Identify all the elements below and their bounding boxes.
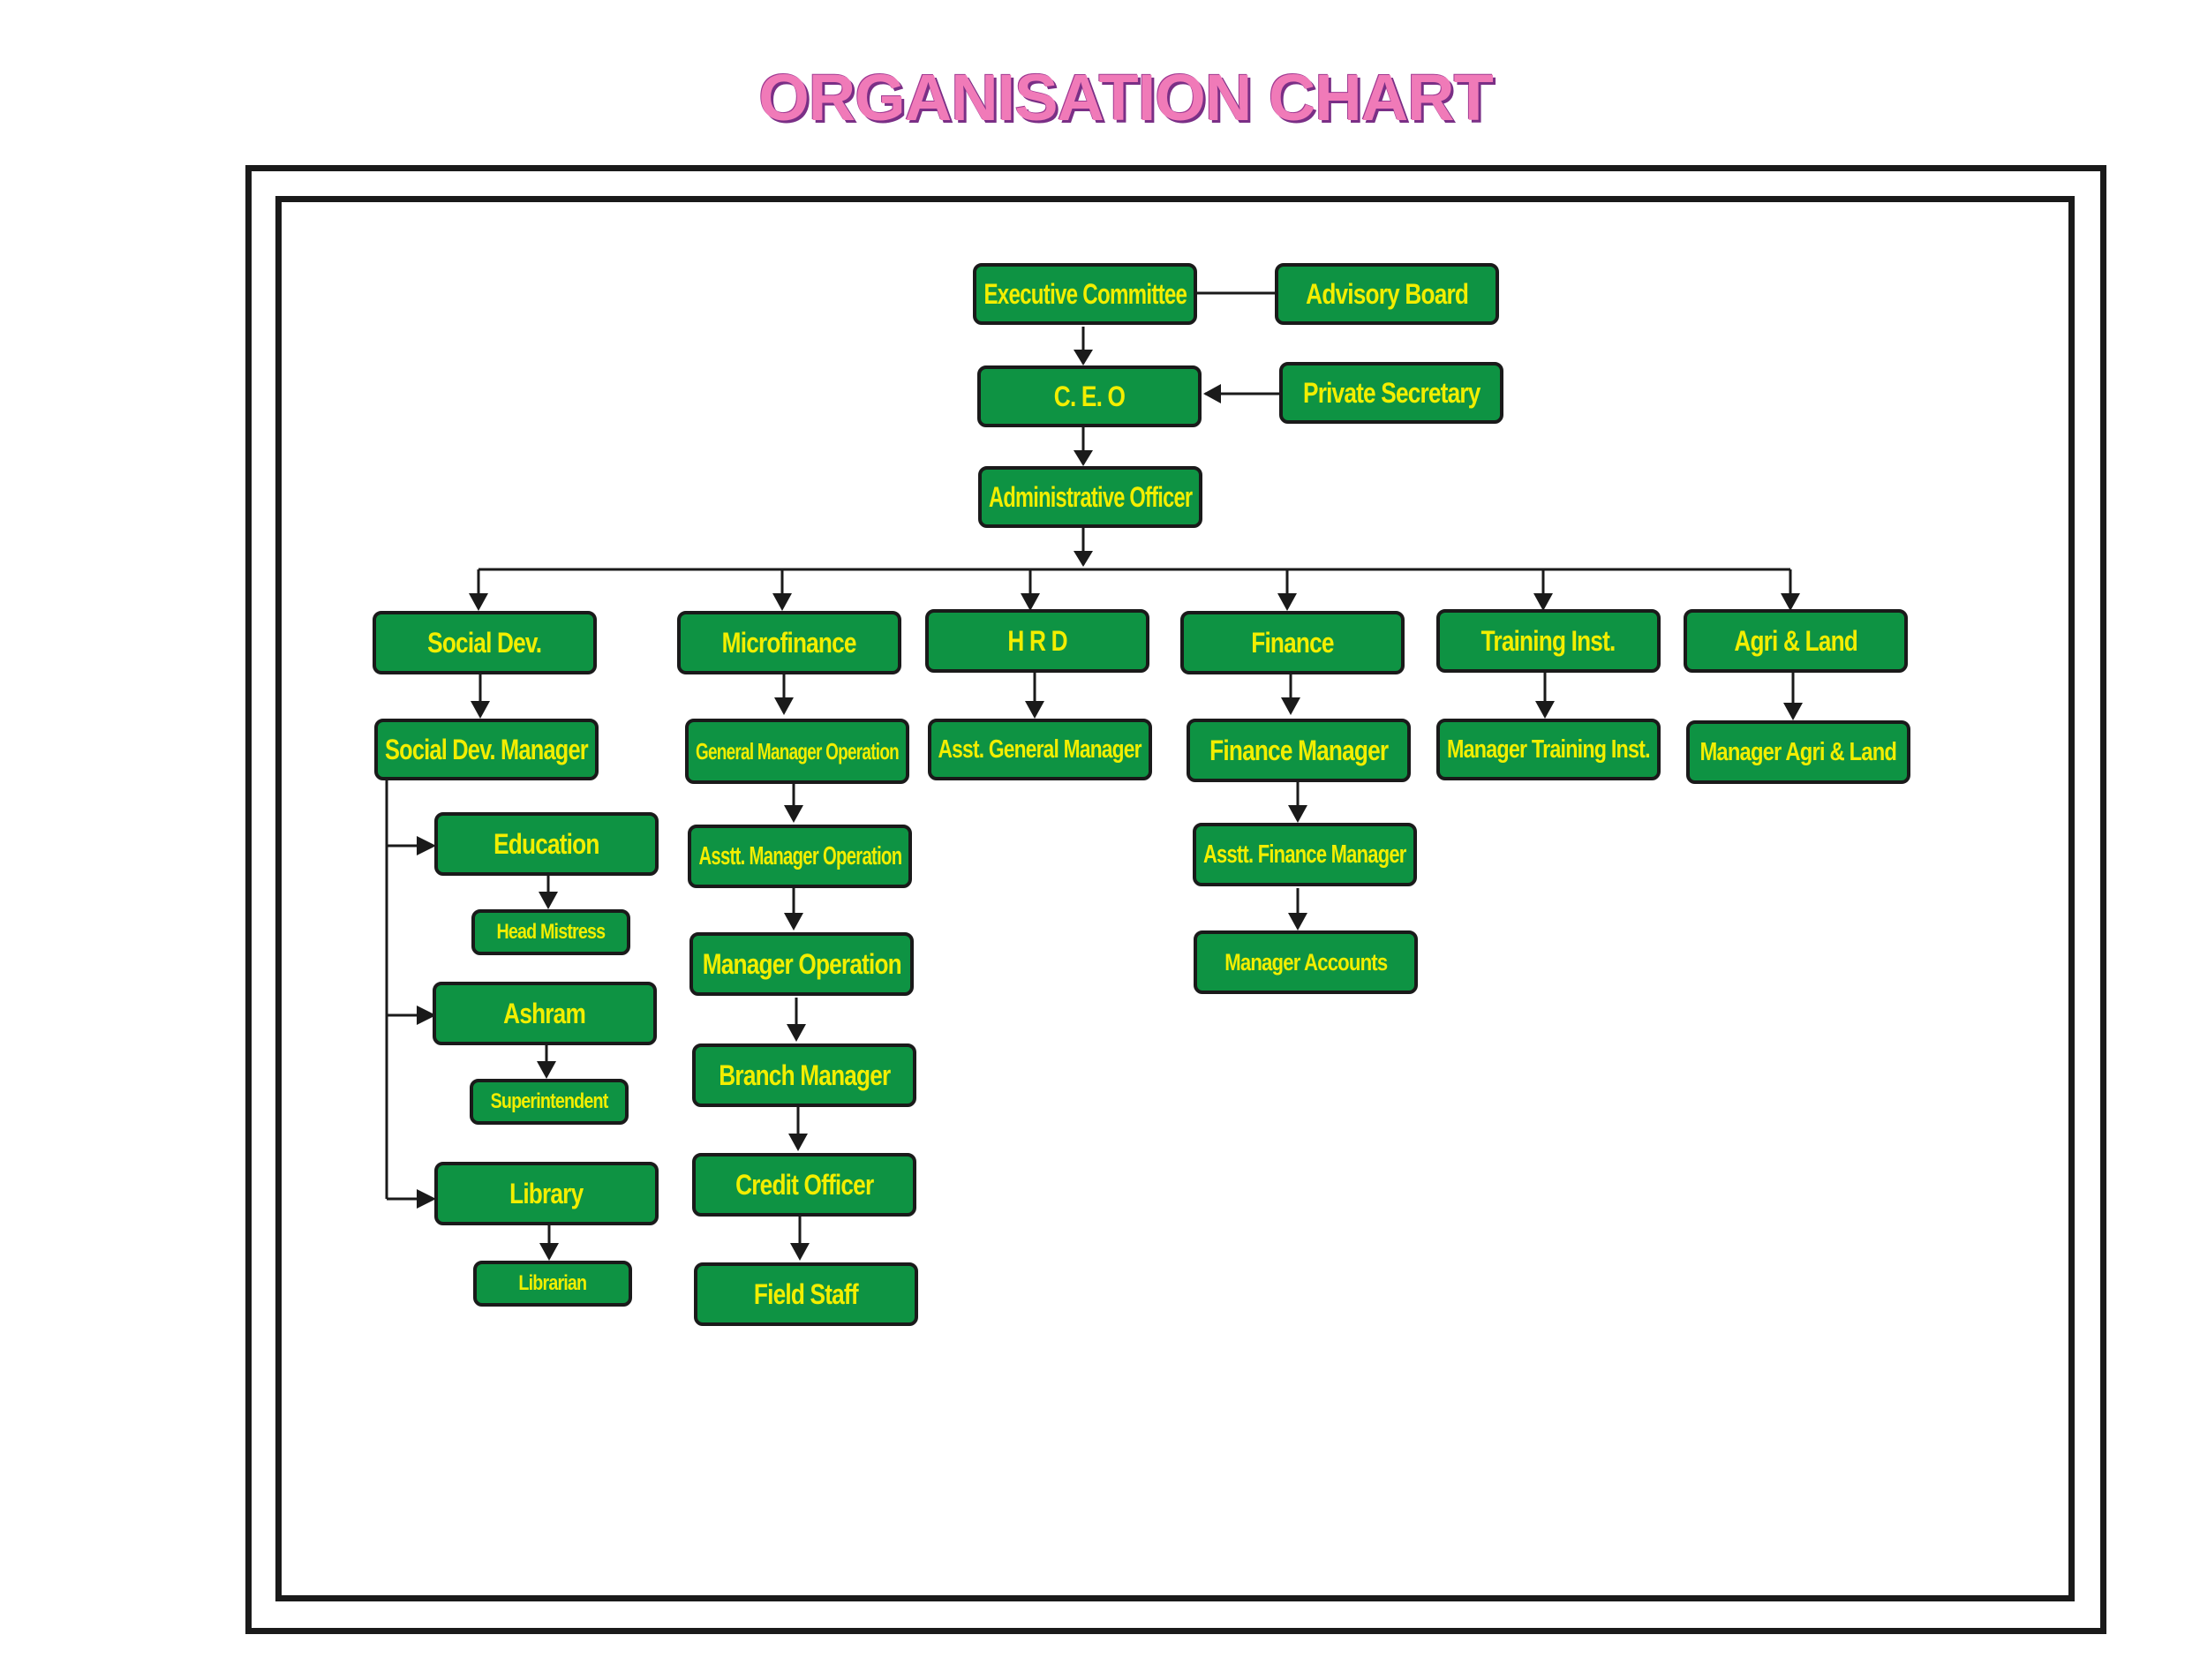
outer-frame (245, 165, 2106, 1634)
node-finance: Finance (1180, 611, 1405, 674)
node-ashram: Ashram (433, 982, 657, 1045)
node-branch-manager: Branch Manager (692, 1043, 916, 1107)
node-asstt-manager-operation: Asstt. Manager Operation (688, 825, 912, 888)
node-social-dev: Social Dev. (373, 611, 597, 674)
node-administrative-officer: Administrative Officer (978, 466, 1202, 528)
node-executive-committee: Executive Committee (973, 263, 1197, 325)
node-manager-agri-land: Manager Agri & Land (1686, 720, 1910, 784)
node-agri-land: Agri & Land (1684, 609, 1908, 673)
node-manager-training-inst: Manager Training Inst. (1436, 719, 1661, 780)
node-private-secretary: Private Secretary (1279, 362, 1503, 424)
inner-frame (275, 196, 2075, 1601)
node-hrd: H R D (925, 609, 1149, 673)
node-ceo: C. E. O (977, 365, 1202, 427)
node-manager-operation: Manager Operation (689, 932, 914, 996)
node-manager-accounts: Manager Accounts (1194, 930, 1418, 994)
node-social-dev-manager: Social Dev. Manager (374, 719, 599, 780)
node-advisory-board: Advisory Board (1275, 263, 1499, 325)
node-general-manager-operation: General Manager Operation (685, 719, 909, 784)
node-education: Education (434, 812, 659, 876)
node-finance-manager: Finance Manager (1187, 719, 1411, 782)
node-field-staff: Field Staff (694, 1262, 918, 1326)
node-librarian: Librarian (473, 1261, 632, 1307)
node-microfinance: Microfinance (677, 611, 901, 674)
node-asst-general-manager: Asst. General Manager (928, 719, 1152, 780)
node-asstt-finance-manager: Asstt. Finance Manager (1193, 823, 1417, 886)
chart-title: ORGANISATION CHART (758, 61, 1494, 134)
node-training-inst: Training Inst. (1436, 609, 1661, 673)
node-head-mistress: Head Mistress (471, 909, 630, 955)
node-library: Library (434, 1162, 659, 1225)
node-superintendent: Superintendent (470, 1079, 629, 1125)
node-credit-officer: Credit Officer (692, 1153, 916, 1217)
